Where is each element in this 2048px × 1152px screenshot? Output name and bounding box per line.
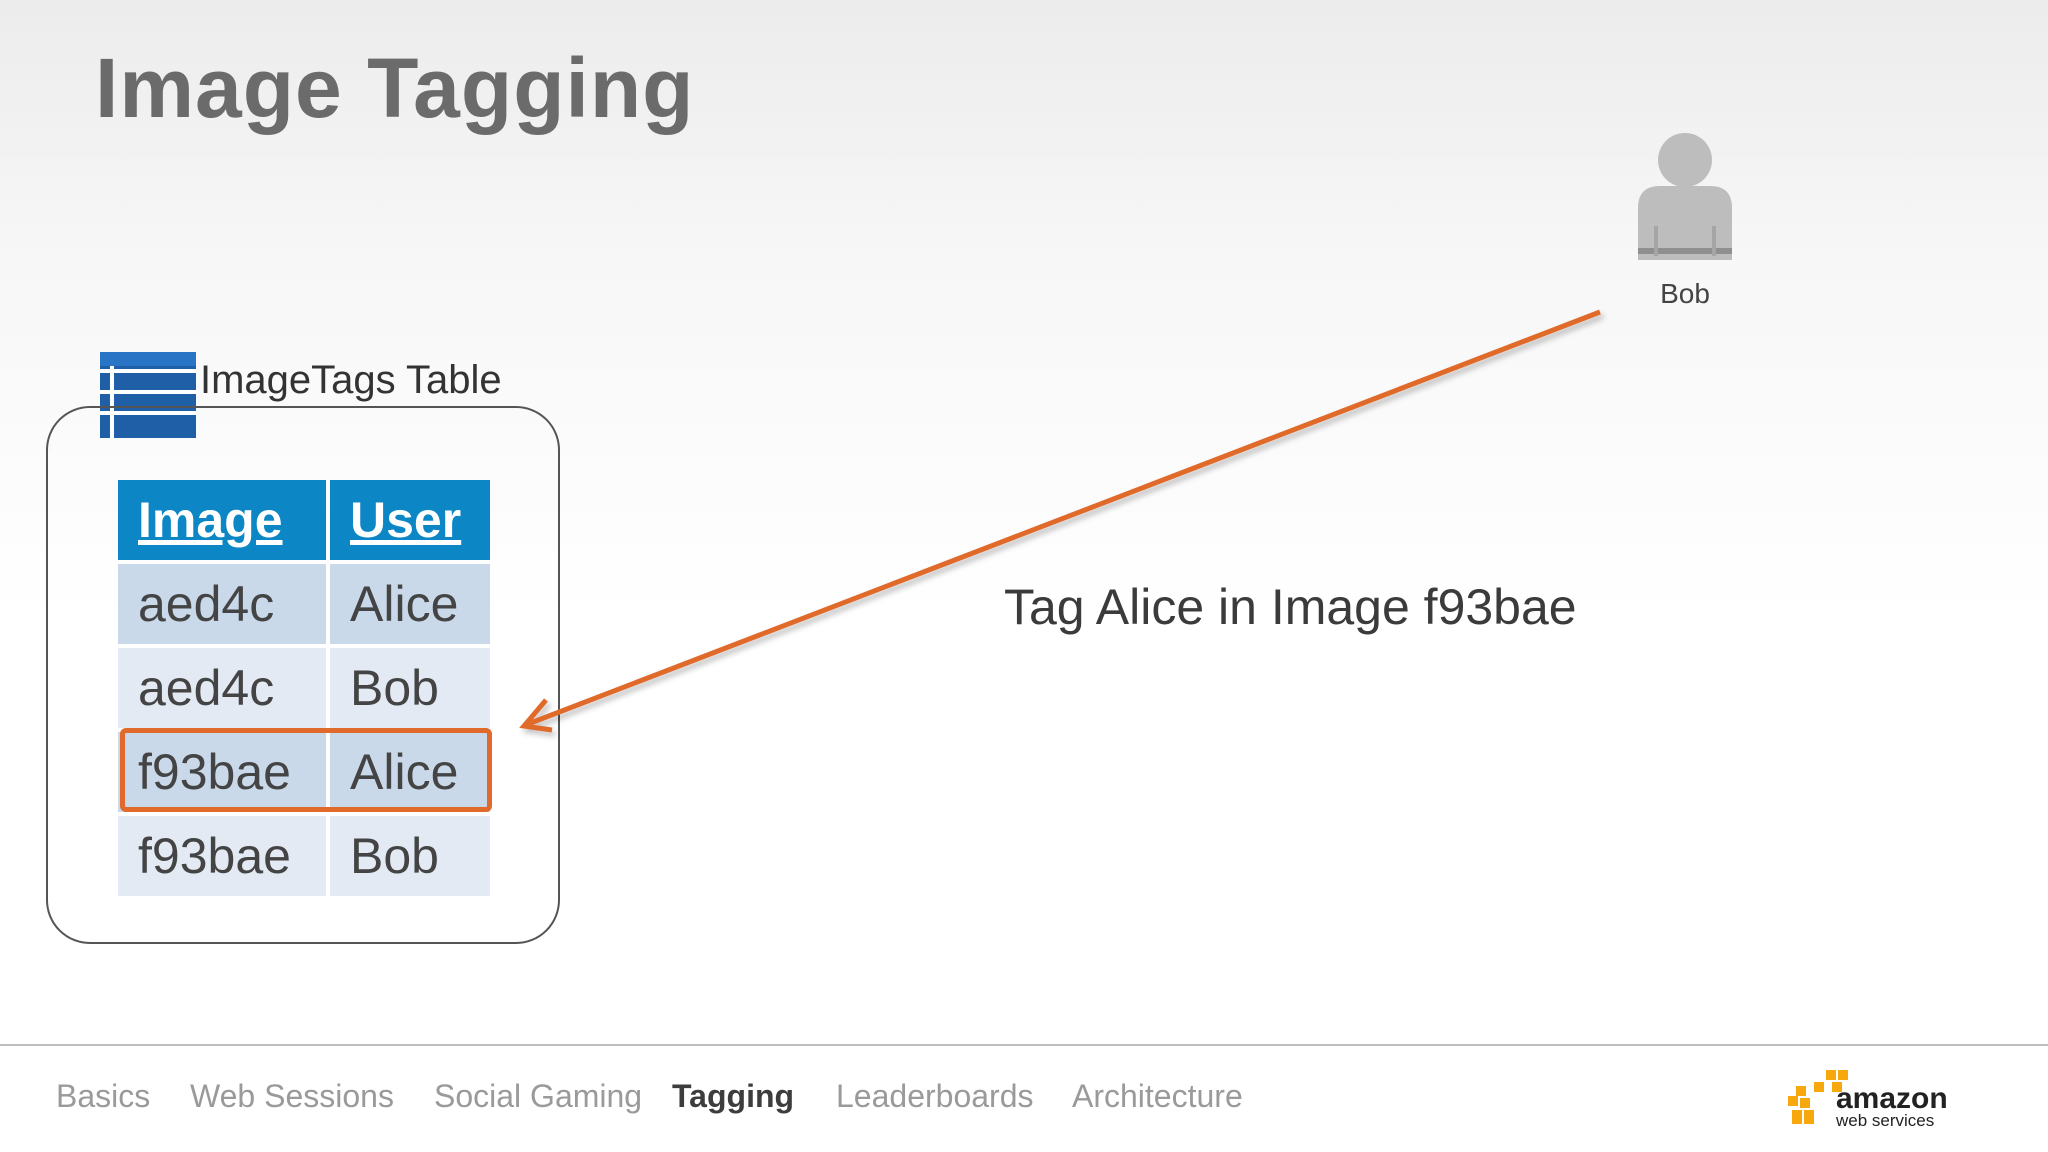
nav-item-leaderboards[interactable]: Leaderboards <box>836 1078 1034 1114</box>
table-cell-user: Bob <box>330 648 490 728</box>
svg-text:amazon: amazon <box>1836 1082 1946 1115</box>
column-header-user: User <box>330 480 490 560</box>
table-row: f93bae Bob <box>118 816 490 896</box>
column-header-image: Image <box>118 480 326 560</box>
table-label: ImageTags Table <box>200 358 502 402</box>
slide-title: Image Tagging <box>95 41 695 135</box>
table-cell-image: f93bae <box>118 816 326 896</box>
nav-item-architecture[interactable]: Architecture <box>1072 1078 1243 1114</box>
amazon-web-services-logo: amazon web services <box>1788 1070 1946 1130</box>
svg-text:web services: web services <box>1835 1111 1934 1130</box>
table-cell-user: Alice <box>330 732 490 812</box>
nav-item-social-gaming[interactable]: Social Gaming <box>434 1078 643 1114</box>
table-cell-image: aed4c <box>118 648 326 728</box>
nav-item-web-sessions[interactable]: Web Sessions <box>190 1078 394 1114</box>
table-cell-image: aed4c <box>118 564 326 644</box>
row-highlight-box <box>120 728 492 812</box>
table-cell-image: f93bae <box>118 732 326 812</box>
table-cell-user: Alice <box>330 564 490 644</box>
nav-item-basics[interactable]: Basics <box>56 1078 151 1114</box>
table-row: aed4c Alice <box>118 564 490 644</box>
table-header-row: Image User <box>118 480 490 560</box>
table-row-highlighted: f93bae Alice <box>118 732 490 812</box>
arrow-line <box>519 309 1601 733</box>
user-silhouette-icon <box>1638 133 1732 260</box>
footer-divider <box>0 1044 2048 1046</box>
table-cell-user: Bob <box>330 816 490 896</box>
table-row: aed4c Bob <box>118 648 490 728</box>
user-name-label: Bob <box>1660 278 1710 309</box>
nav-item-tagging[interactable]: Tagging <box>672 1078 795 1114</box>
database-table-icon <box>100 352 196 438</box>
action-callout: Tag Alice in Image f93bae <box>1004 579 1577 635</box>
